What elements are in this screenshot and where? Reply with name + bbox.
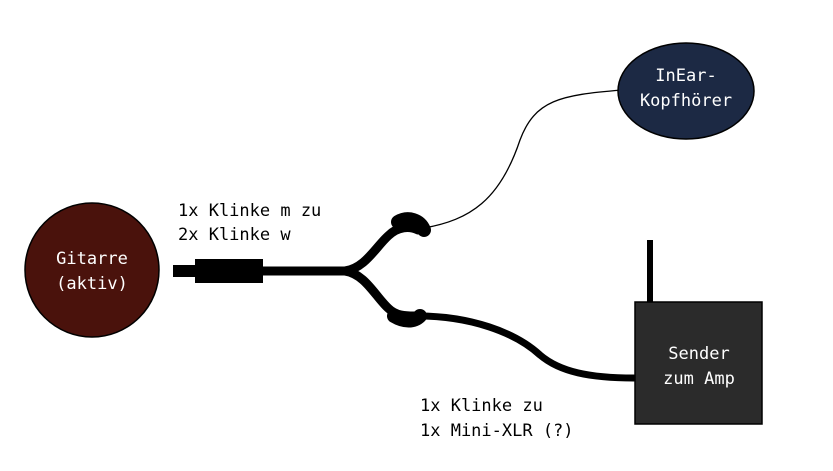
upper-female-jack [391, 212, 431, 237]
inear-label-line1: InEar- [655, 66, 716, 86]
xlr-cable-label: 1x Klinke zu 1x Mini-XLR (?) [420, 396, 574, 441]
splitter-branch-lower [340, 266, 419, 321]
sender-node: Sender zum Amp [634, 240, 763, 425]
inear-label-line2: Kopfhörer [640, 91, 732, 111]
inear-node: InEar- Kopfhörer [617, 42, 755, 140]
sender-cable [414, 312, 638, 382]
guitar-label-line2: (aktiv) [56, 274, 128, 294]
splitter-label-line1: 1x Klinke m zu [178, 201, 321, 221]
sender-antenna [647, 240, 653, 304]
sender-label-line1: Sender [668, 344, 729, 364]
guitar-node: Gitarre (aktiv) [24, 202, 160, 338]
xlr-label-line1: 1x Klinke zu [420, 396, 543, 416]
sender-label-line2: zum Amp [663, 369, 735, 389]
xlr-label-line2: 1x Mini-XLR (?) [420, 421, 574, 441]
splitter-branch-upper [340, 223, 423, 276]
jack-plug [173, 259, 263, 283]
splitter-cable-label: 1x Klinke m zu 2x Klinke w [178, 201, 321, 245]
inear-cable [423, 89, 623, 229]
guitar-label-line1: Gitarre [56, 249, 128, 269]
splitter-label-line2: 2x Klinke w [178, 225, 291, 245]
